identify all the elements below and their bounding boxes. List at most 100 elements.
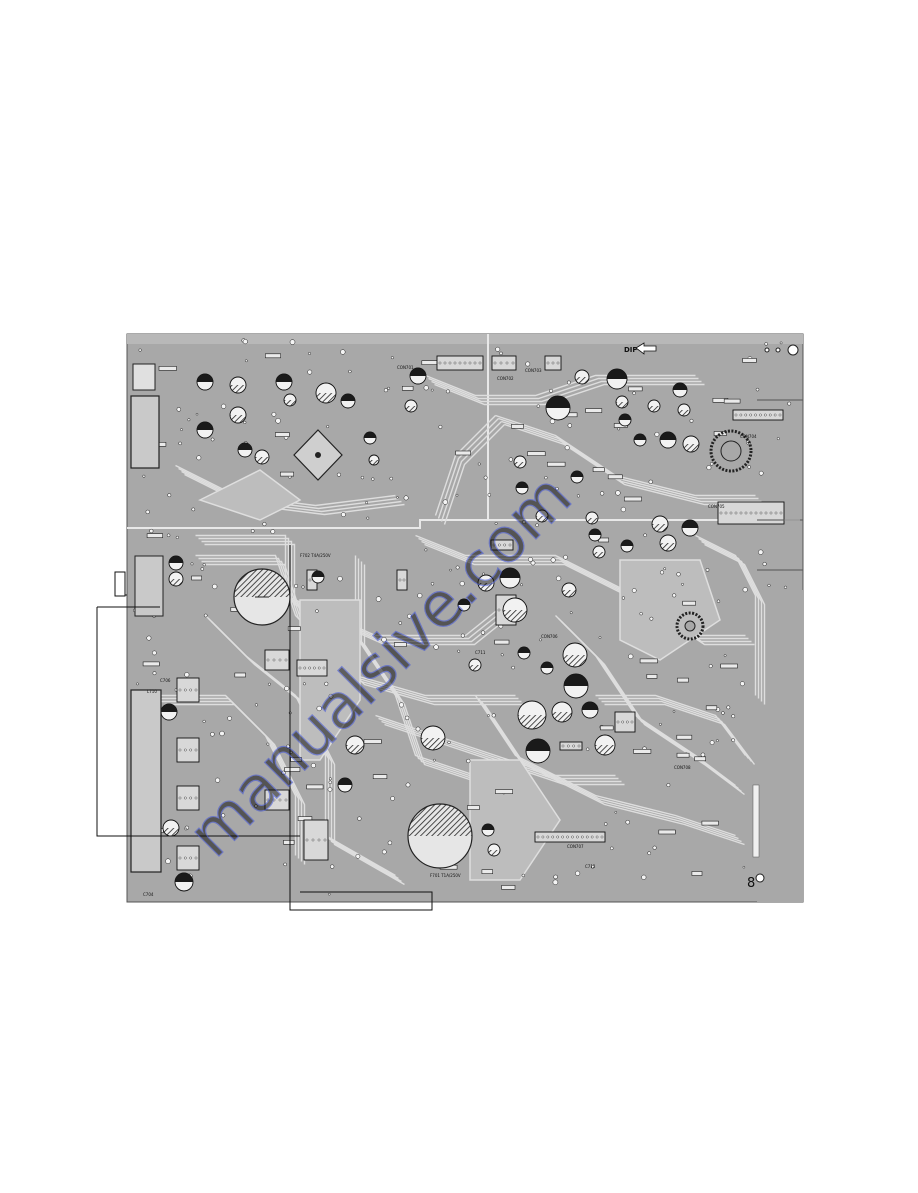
ic-pin: [189, 748, 192, 752]
solder-pad: [195, 412, 199, 416]
solder-pad: [447, 740, 451, 745]
solder-pad: [455, 565, 460, 570]
ic-pin: [754, 413, 757, 417]
solder-pad: [407, 613, 412, 619]
solder-pad: [552, 879, 559, 886]
solder-pad: [590, 865, 595, 869]
ic-pin: [773, 413, 777, 417]
resistor-body: [234, 672, 246, 678]
ic-pin: [266, 658, 270, 662]
solder-pad: [191, 507, 196, 512]
copper-trace: [564, 624, 745, 796]
copper-trace: [440, 421, 502, 522]
solder-pad: [438, 424, 443, 429]
resistor-body: [633, 748, 652, 754]
solder-pad: [445, 389, 450, 394]
solder-pad: [508, 457, 513, 462]
ic-package: [396, 569, 408, 591]
ic-pin: [616, 720, 620, 724]
ic-package: [296, 659, 328, 677]
solder-pad: [460, 633, 465, 638]
solder-pad: [483, 475, 488, 480]
solder-pad: [215, 777, 221, 783]
resistor-body: [495, 789, 513, 794]
resistor-body: [742, 358, 757, 363]
copper-trace: [437, 418, 499, 519]
solder-pad: [615, 490, 621, 496]
ic-package: [176, 845, 200, 871]
solder-pad: [152, 650, 157, 656]
resistor-body: [682, 600, 696, 606]
solder-pad: [284, 685, 290, 692]
mounting-holes: [755, 344, 799, 883]
heatsink-outline: [96, 545, 433, 911]
solder-pad: [381, 849, 387, 855]
electrolytic-capacitor: [562, 642, 588, 668]
ic-pin: [463, 361, 467, 365]
electrolytic-capacitor: [337, 777, 353, 793]
solder-pad: [783, 585, 788, 589]
ic-pin: [178, 748, 182, 752]
electrolytic-capacitor: [681, 519, 699, 537]
copper-trace: [434, 415, 496, 516]
solder-pad: [567, 423, 573, 428]
electrolytic-capacitor: [651, 515, 669, 533]
section-divider: [127, 334, 800, 529]
resistor-body: [501, 885, 516, 890]
ic-pin: [590, 835, 594, 839]
electrolytic-capacitor: [340, 393, 356, 409]
solder-pad: [330, 864, 335, 869]
solder-pad: [307, 369, 313, 375]
solder-pad: [628, 653, 634, 660]
ic-pin: [556, 361, 560, 365]
electrolytic-capacitor: [368, 454, 380, 466]
solder-pad: [243, 420, 247, 424]
solder-pad: [659, 722, 662, 726]
solder-pad: [142, 474, 146, 478]
copper-trace: [704, 543, 766, 705]
solder-pad: [654, 431, 660, 437]
solder-pad: [308, 352, 311, 355]
ic-pin: [278, 658, 282, 662]
ic-pin: [561, 835, 564, 839]
ic-pin: [749, 413, 752, 417]
label-con703: CON703: [525, 368, 542, 373]
solder-pad: [610, 846, 614, 851]
solder-pad: [196, 455, 202, 461]
solder-pad: [383, 388, 388, 393]
resistor-body: [600, 725, 614, 731]
solder-pad: [539, 638, 542, 642]
solder-pad: [700, 752, 706, 758]
electrolytic-capacitor: [585, 511, 599, 525]
electrolytic-capacitor: [540, 661, 554, 675]
ic-pin: [448, 361, 452, 365]
solder-pad: [586, 747, 590, 751]
copper-trace: [424, 543, 755, 646]
ic-package: [176, 785, 200, 811]
solder-pad: [555, 486, 559, 491]
solder-pad: [187, 418, 191, 422]
ic-pin: [546, 361, 550, 365]
ic-pin: [511, 361, 515, 365]
electrolytic-capacitor: [563, 673, 589, 699]
electrolytic-capacitor: [513, 455, 527, 469]
ic-pin: [492, 543, 496, 547]
board-mark: 8: [747, 876, 755, 891]
solder-pad: [767, 583, 771, 587]
ic-pin: [184, 796, 187, 800]
ic-pin: [194, 688, 198, 692]
solder-pad: [423, 385, 429, 391]
ic-pin: [778, 413, 782, 417]
label-c734: F701 T1A/250V: [430, 873, 461, 878]
ic-pin: [626, 720, 629, 724]
electrolytic-capacitor: [502, 597, 528, 623]
solder-pad: [764, 342, 768, 346]
ic-pin: [473, 361, 477, 365]
electrolytic-capacitor: [633, 433, 647, 447]
solder-pad: [495, 346, 501, 352]
electrolytic-capacitor: [168, 555, 184, 571]
solder-pad: [535, 523, 539, 527]
electrolytic-capacitor: [160, 703, 178, 721]
solder-pad: [149, 528, 154, 534]
